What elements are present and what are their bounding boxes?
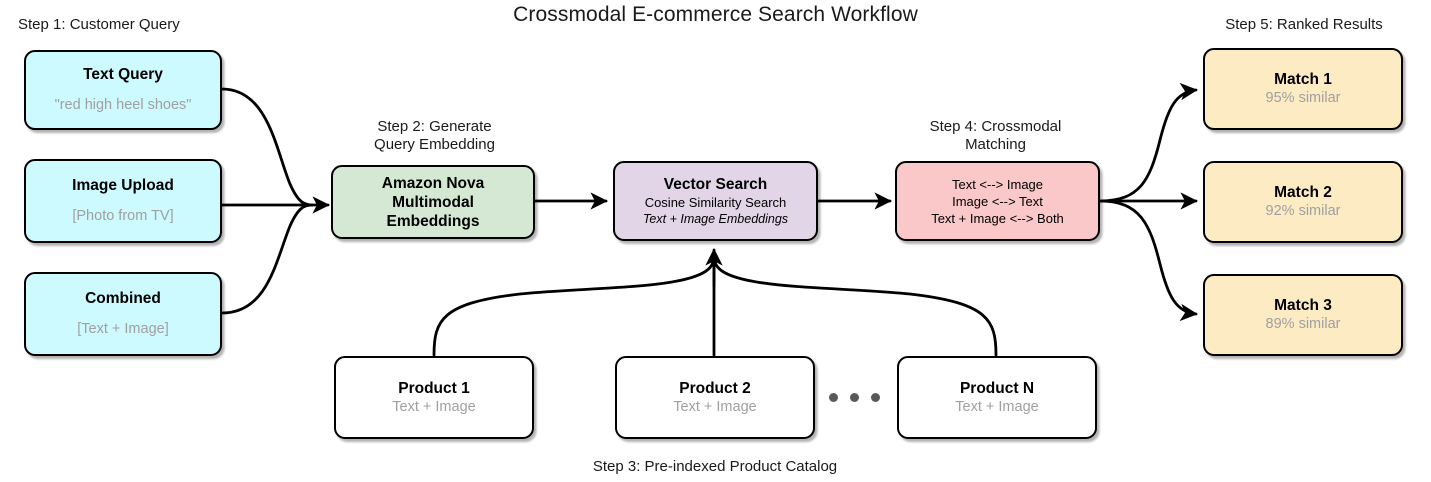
wire-matching-to-match-1	[1098, 82, 1198, 203]
embedding-line-2: Multimodal	[392, 193, 474, 211]
product-n-title: Product N	[959, 379, 1035, 397]
match-1-detail: 95% similar	[1265, 90, 1341, 106]
wire-combined-to-embedding	[220, 203, 314, 315]
node-image-upload-detail: [Photo from TV]	[72, 208, 174, 224]
embedding-line-3: Embeddings	[386, 212, 480, 230]
vector-search-subtitle: Cosine Similarity Search	[644, 194, 787, 210]
ellipsis-indicator	[829, 393, 880, 402]
node-combined[interactable]: Combined [Text + Image]	[24, 272, 222, 356]
node-image-upload[interactable]: Image Upload [Photo from TV]	[24, 159, 222, 243]
wire-text-query-to-embedding	[220, 87, 314, 207]
vector-search-title: Vector Search	[663, 175, 768, 193]
node-text-query-detail: "red high heel shoes"	[54, 97, 192, 113]
node-image-upload-title: Image Upload	[72, 177, 174, 194]
step-label-1: Step 1: Customer Query	[18, 16, 180, 33]
step-label-3: Step 3: Pre-indexed Product Catalog	[592, 458, 838, 475]
node-amazon-nova-embeddings[interactable]: Amazon Nova Multimodal Embeddings	[331, 165, 535, 239]
node-combined-title: Combined	[85, 290, 161, 307]
match-1-title: Match 1	[1274, 71, 1332, 88]
match-3-title: Match 3	[1274, 297, 1332, 314]
node-product-1[interactable]: Product 1 Text + Image	[334, 356, 534, 439]
matching-line-3: Text + Image <--> Both	[931, 210, 1064, 226]
matching-line-2: Image <--> Text	[952, 193, 1043, 209]
node-product-n[interactable]: Product N Text + Image	[897, 356, 1097, 439]
node-match-1[interactable]: Match 1 95% similar	[1203, 48, 1403, 130]
ellipsis-dot	[871, 393, 880, 402]
matching-line-1: Text <--> Image	[951, 176, 1044, 192]
node-text-query-title: Text Query	[83, 66, 163, 83]
product-1-title: Product 1	[398, 379, 470, 397]
node-text-query[interactable]: Text Query "red high heel shoes"	[24, 50, 222, 130]
node-combined-detail: [Text + Image]	[77, 321, 169, 337]
match-2-title: Match 2	[1274, 184, 1332, 201]
step-label-5: Step 5: Ranked Results	[1225, 16, 1383, 33]
product-2-title: Product 2	[679, 379, 751, 397]
wire-product-1-to-vector-search	[432, 260, 715, 357]
match-3-detail: 89% similar	[1265, 316, 1341, 332]
node-match-3[interactable]: Match 3 89% similar	[1203, 274, 1403, 356]
match-2-detail: 92% similar	[1265, 203, 1341, 219]
embedding-line-1: Amazon Nova	[381, 174, 485, 192]
product-2-detail: Text + Image	[673, 398, 757, 415]
ellipsis-dot	[850, 393, 859, 402]
page-title: Crossmodal E-commerce Search Workflow	[513, 3, 918, 26]
product-n-detail: Text + Image	[955, 398, 1039, 415]
ellipsis-dot	[829, 393, 838, 402]
node-vector-search[interactable]: Vector Search Cosine Similarity Search T…	[613, 161, 818, 241]
node-crossmodal-matching[interactable]: Text <--> Image Image <--> Text Text + I…	[895, 161, 1100, 241]
node-product-2[interactable]: Product 2 Text + Image	[615, 356, 815, 439]
node-match-2[interactable]: Match 2 92% similar	[1203, 161, 1403, 243]
vector-search-note: Text + Image Embeddings	[642, 211, 789, 226]
step-label-4: Step 4: Crossmodal Matching	[929, 118, 1062, 153]
step-label-2: Step 2: Generate Query Embedding	[374, 118, 495, 153]
product-1-detail: Text + Image	[392, 398, 476, 415]
wire-product-n-to-vector-search	[713, 260, 998, 357]
wire-matching-to-match-3	[1098, 199, 1198, 322]
